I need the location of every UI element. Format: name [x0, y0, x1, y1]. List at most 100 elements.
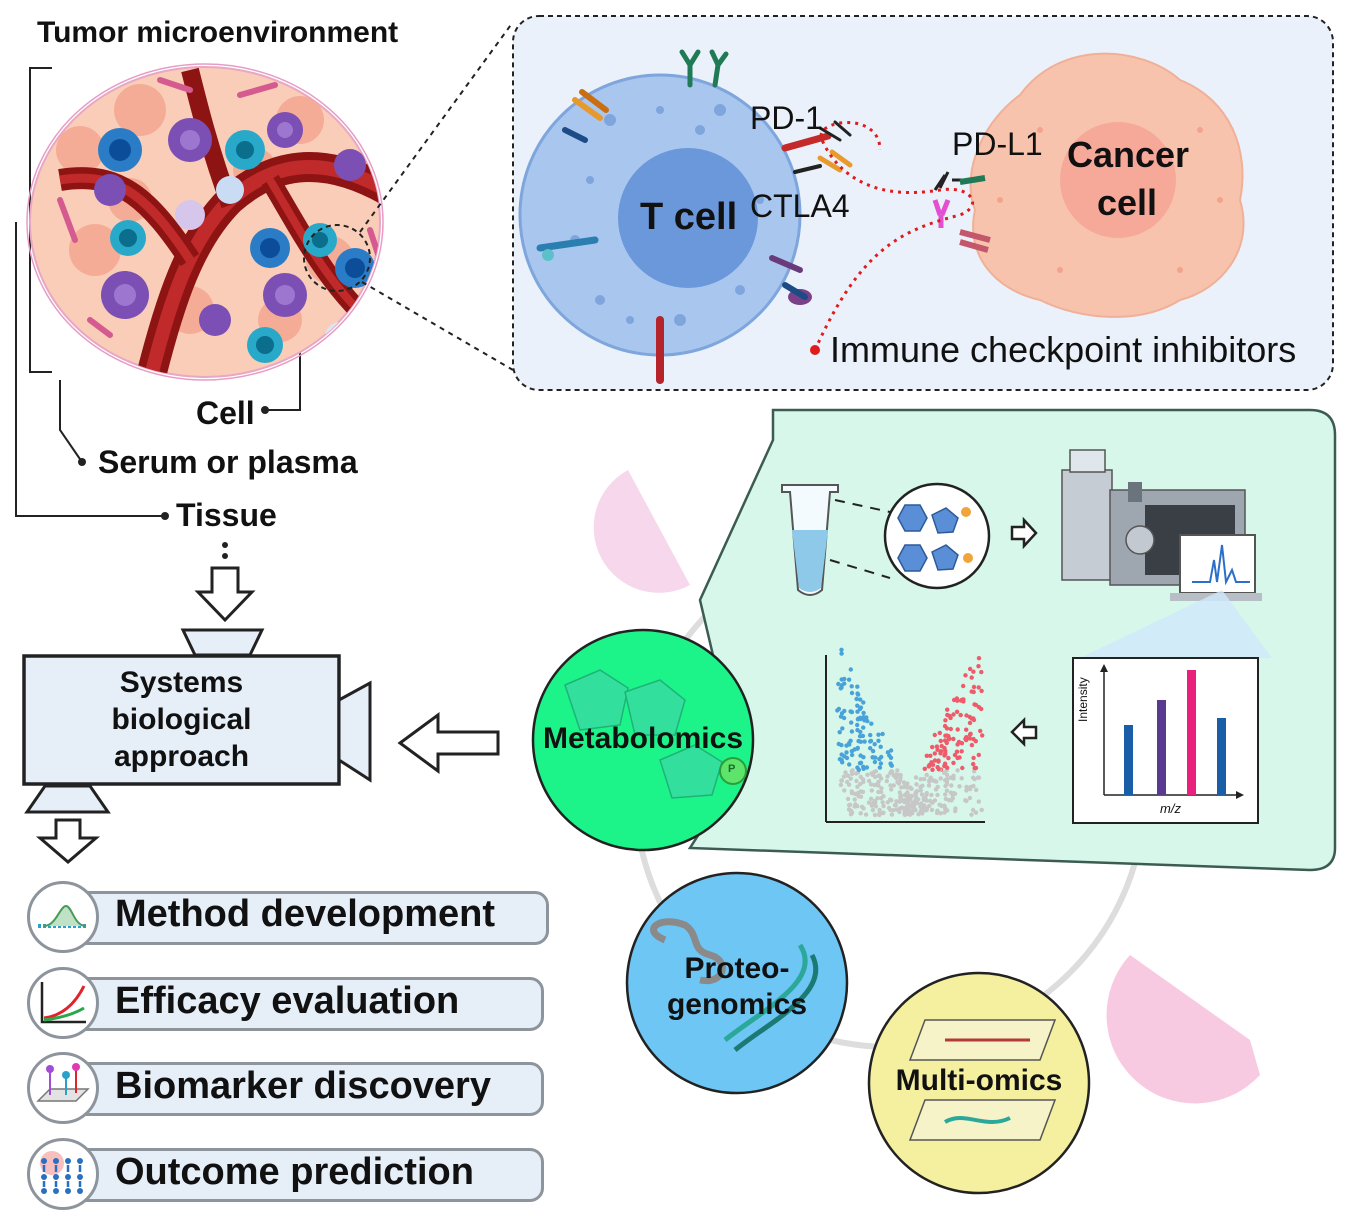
volcano-point	[842, 754, 847, 759]
volcano-point	[969, 812, 974, 817]
approach-line-1: Systems	[119, 666, 244, 699]
biomarker-pins-icon	[27, 1052, 99, 1124]
volcano-point	[880, 800, 885, 805]
volcano-point	[878, 744, 883, 749]
volcano-point	[922, 803, 927, 808]
multiomics-circle	[867, 971, 1091, 1195]
volcano-point	[858, 760, 864, 765]
source-serum-label: Serum or plasma	[98, 444, 358, 480]
volcano-point	[872, 812, 878, 818]
outcome-label-method: Method development	[115, 893, 496, 935]
volcano-point	[932, 751, 937, 756]
volcano-point	[976, 656, 982, 661]
volcano-point	[922, 776, 927, 782]
volcano-point	[908, 810, 913, 815]
spectrum-ylabel: Intensity	[1076, 677, 1090, 722]
volcano-point	[855, 691, 860, 696]
volcano-point	[898, 773, 903, 778]
volcano-point	[935, 784, 940, 790]
volcano-point	[967, 732, 973, 737]
volcano-point	[945, 707, 950, 712]
volcano-point	[876, 738, 881, 743]
volcano-point	[942, 745, 947, 751]
volcano-point	[861, 755, 866, 760]
volcano-point	[839, 677, 844, 682]
volcano-point	[973, 810, 979, 815]
volcano-point	[866, 800, 872, 805]
volcano-point	[849, 749, 855, 754]
volcano-point	[841, 774, 847, 779]
volcano-point	[844, 750, 849, 755]
volcano-point	[887, 753, 892, 758]
volcano-point	[864, 715, 869, 720]
volcano-point	[930, 762, 936, 767]
volcano-point	[943, 718, 948, 723]
volcano-point	[976, 704, 982, 710]
volcano-point	[964, 798, 969, 804]
volcano-point	[954, 709, 960, 714]
volcano-point	[964, 727, 969, 732]
volcano-point	[879, 796, 884, 801]
tumor-tissue-illustration	[26, 63, 384, 381]
volcano-plot	[825, 647, 985, 823]
volcano-point	[967, 666, 973, 672]
volcano-point	[932, 798, 938, 803]
volcano-point	[955, 768, 960, 773]
volcano-point	[924, 772, 929, 778]
volcano-point	[972, 702, 977, 707]
volcano-point	[942, 753, 947, 758]
volcano-point	[858, 781, 863, 787]
inhibitor-path	[813, 121, 974, 351]
volcano-point	[919, 806, 924, 811]
volcano-point	[898, 793, 903, 798]
volcano-point	[932, 758, 938, 763]
volcano-point	[971, 736, 976, 742]
volcano-point	[943, 733, 948, 738]
volcano-point	[845, 773, 851, 778]
volcano-point	[945, 712, 950, 718]
volcano-point	[891, 783, 896, 788]
volcano-point	[947, 736, 952, 741]
volcano-point	[861, 700, 866, 705]
volcano-point	[924, 790, 929, 796]
volcano-point	[943, 792, 948, 797]
volcano-point	[868, 746, 873, 751]
volcano-point	[857, 734, 863, 739]
volcano-point	[922, 766, 927, 771]
volcano-point	[976, 664, 981, 669]
volcano-point	[944, 772, 950, 778]
volcano-point	[862, 739, 867, 744]
volcano-point	[979, 688, 984, 694]
volcano-point	[836, 741, 841, 747]
volcano-point	[976, 799, 981, 804]
volcano-point	[839, 685, 844, 690]
volcano-point	[854, 771, 859, 776]
pink-arc-bottom	[1106, 955, 1260, 1104]
volcano-point	[972, 765, 977, 771]
volcano-point	[860, 777, 866, 782]
volcano-point	[870, 755, 876, 760]
volcano-point	[960, 765, 965, 771]
volcano-point	[913, 791, 918, 796]
volcano-point	[938, 776, 943, 781]
volcano-point	[881, 803, 886, 809]
t-cell-label: T cell	[640, 196, 738, 238]
volcano-point	[943, 783, 948, 789]
volcano-point	[928, 775, 933, 780]
volcano-point	[856, 738, 861, 744]
outcome-pill-efficacy	[62, 977, 544, 1031]
volcano-point	[953, 806, 958, 811]
volcano-point	[888, 783, 893, 788]
volcano-point	[868, 782, 874, 787]
t-cell-receptors	[536, 49, 853, 384]
volcano-point	[836, 681, 841, 687]
outcome-pill-prediction	[62, 1148, 544, 1202]
volcano-point	[841, 715, 847, 721]
volcano-point	[971, 689, 976, 695]
volcano-point	[979, 669, 984, 675]
volcano-point	[974, 787, 979, 793]
volcano-point	[889, 787, 894, 792]
volcano-point	[950, 796, 955, 801]
volcano-point	[879, 789, 884, 795]
